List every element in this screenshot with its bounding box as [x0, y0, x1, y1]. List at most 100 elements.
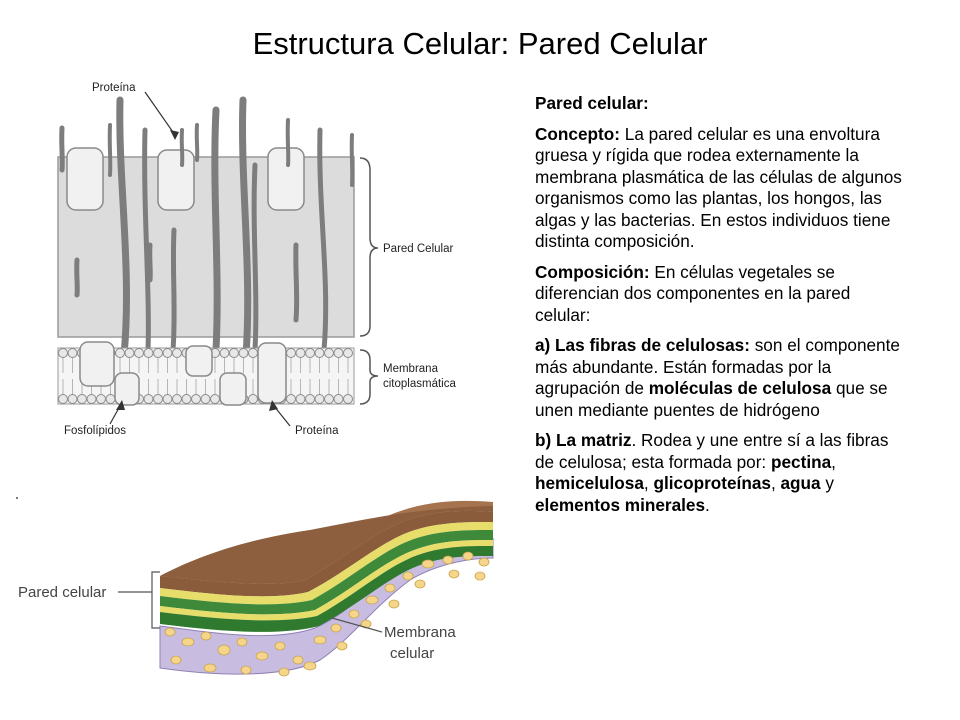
cellulose-fiber — [116, 96, 130, 359]
phospholipid-head — [295, 348, 306, 358]
phospholipid-head — [333, 348, 344, 358]
phospholipid-head — [153, 394, 163, 404]
label-phospholipids: Fosfolípidos — [64, 425, 126, 437]
phospholipid-head — [67, 394, 78, 404]
cellulose-fiber — [239, 96, 252, 359]
label-protein-bottom: Proteína — [295, 425, 339, 437]
item-b-bold-3: glicoproteínas — [653, 473, 771, 493]
phospholipid-head — [86, 394, 97, 404]
text-column: Pared celular: Concepto: La pared celula… — [535, 93, 905, 525]
item-b-text-1: . Rodea y une entre sí a las fibras de c… — [535, 430, 889, 472]
phospholipid-head — [191, 394, 201, 404]
phospholipid-head — [162, 394, 173, 404]
membrane-leader — [331, 617, 383, 633]
phospholipid-head — [248, 348, 258, 358]
phospholipid-head — [172, 348, 182, 358]
item-b-bold-1: pectina — [770, 451, 832, 472]
phospholipid-head — [324, 348, 334, 358]
concept-paragraph: Concepto: La pared celular es una envolt… — [535, 124, 905, 253]
cellulose-fiber — [147, 242, 153, 283]
heading-paragraph: Pared celular: — [535, 93, 905, 115]
label-membrane-bottom-2: celular — [390, 645, 434, 662]
wall-protein — [267, 147, 305, 211]
wall-side-green-1 — [160, 530, 493, 615]
phospholipid-head — [324, 394, 334, 404]
composition-paragraph: Composición: En células vegetales se dif… — [535, 262, 905, 327]
cellulose-fiber — [74, 257, 80, 298]
item-b-label: b) La matriz — [535, 430, 632, 450]
phospholipid-head — [333, 394, 344, 404]
phospholipid-head — [314, 394, 325, 404]
cellulose-fiber — [349, 133, 355, 187]
wall-bracket — [151, 571, 160, 629]
cell-wall-diagram: Proteína Pared Celular Membrana citoplas… — [40, 70, 480, 470]
label-membrane-2: citoplasmática — [383, 378, 456, 390]
phospholipid-head — [295, 394, 306, 404]
separator: y — [820, 473, 834, 493]
wall-layers-diagram: Pared celular Membrana celular — [10, 500, 495, 690]
phospholipid-head — [305, 348, 315, 358]
phospholipid-head — [115, 348, 125, 358]
label-wall: Pared Celular — [383, 243, 453, 255]
membrane-protein — [219, 372, 247, 406]
period: . — [705, 494, 710, 515]
phospholipid-head — [286, 394, 296, 404]
membrane-brace — [359, 349, 379, 405]
arrowhead — [170, 130, 179, 140]
phospholipid-head — [210, 394, 220, 404]
phospholipid-head — [58, 394, 68, 404]
phospholipid-head — [200, 394, 211, 404]
phospholipid-head — [248, 394, 258, 404]
cellulose-fiber — [142, 127, 151, 353]
wall-brace — [359, 157, 379, 337]
phospholipid-head — [105, 394, 116, 404]
protein-bottom-leader — [273, 405, 291, 427]
heading: Pared celular: — [535, 93, 649, 113]
cellulose-fiber — [317, 127, 329, 353]
cellulose-fiber — [285, 118, 291, 167]
phospholipid-head — [134, 348, 144, 358]
item-b-paragraph: b) La matriz. Rodea y une entre sí a las… — [535, 430, 905, 516]
slide-title: Estructura Celular: Pared Celular — [252, 26, 708, 61]
separator: , — [831, 451, 836, 472]
phospholipid-head — [143, 394, 154, 404]
separator: , — [643, 473, 654, 493]
label-protein-top: Proteína — [92, 82, 136, 94]
cellulose-fiber — [107, 123, 113, 177]
phospholipid-head — [314, 348, 325, 358]
phospholipid-head — [124, 348, 135, 358]
label-membrane-bottom-1: Membrana — [384, 624, 456, 641]
label-wall-bottom: Pared celular — [18, 584, 106, 601]
wall-protein — [157, 149, 195, 211]
label-membrane-1: Membrana — [383, 363, 439, 375]
phospholipid-head — [343, 348, 353, 358]
membrane-protein — [185, 345, 213, 377]
item-a-text-2: que se unen mediante puentes de hidrógen… — [535, 378, 888, 420]
stray-dot — [14, 488, 20, 499]
wall-side-green-2 — [160, 546, 493, 632]
cellulose-fiber — [59, 125, 65, 173]
wall-side-brown — [160, 510, 493, 597]
phospholipid-head — [343, 394, 353, 404]
cellulose-fiber — [179, 128, 185, 167]
membrane-protein — [257, 342, 287, 404]
composition-text: En células vegetales se diferencian dos … — [535, 261, 851, 325]
phospholipid-head — [219, 348, 230, 358]
protein-top-leader — [144, 91, 176, 136]
membrane-protein — [114, 372, 140, 406]
wall-protein — [66, 147, 104, 211]
concept-label: Concepto: — [535, 123, 620, 144]
item-a-text-1: son el componente más abundante. Están f… — [535, 335, 900, 398]
phospholipid-head — [143, 348, 154, 358]
concept-text: La pared celular es una envoltura gruesa… — [535, 123, 902, 252]
phospholipid-head — [58, 348, 68, 358]
phospholipid-head — [229, 348, 239, 358]
item-a-paragraph: a) Las fibras de celulosas: son el compo… — [535, 335, 905, 421]
cellulose-fiber — [194, 123, 200, 162]
membrane-protein — [79, 341, 115, 387]
membrane-particles — [164, 551, 490, 677]
cellulose-fiber — [211, 106, 221, 354]
phospholipid-head — [77, 394, 87, 404]
phospholipid-head — [305, 394, 315, 404]
arrowhead — [269, 400, 278, 411]
